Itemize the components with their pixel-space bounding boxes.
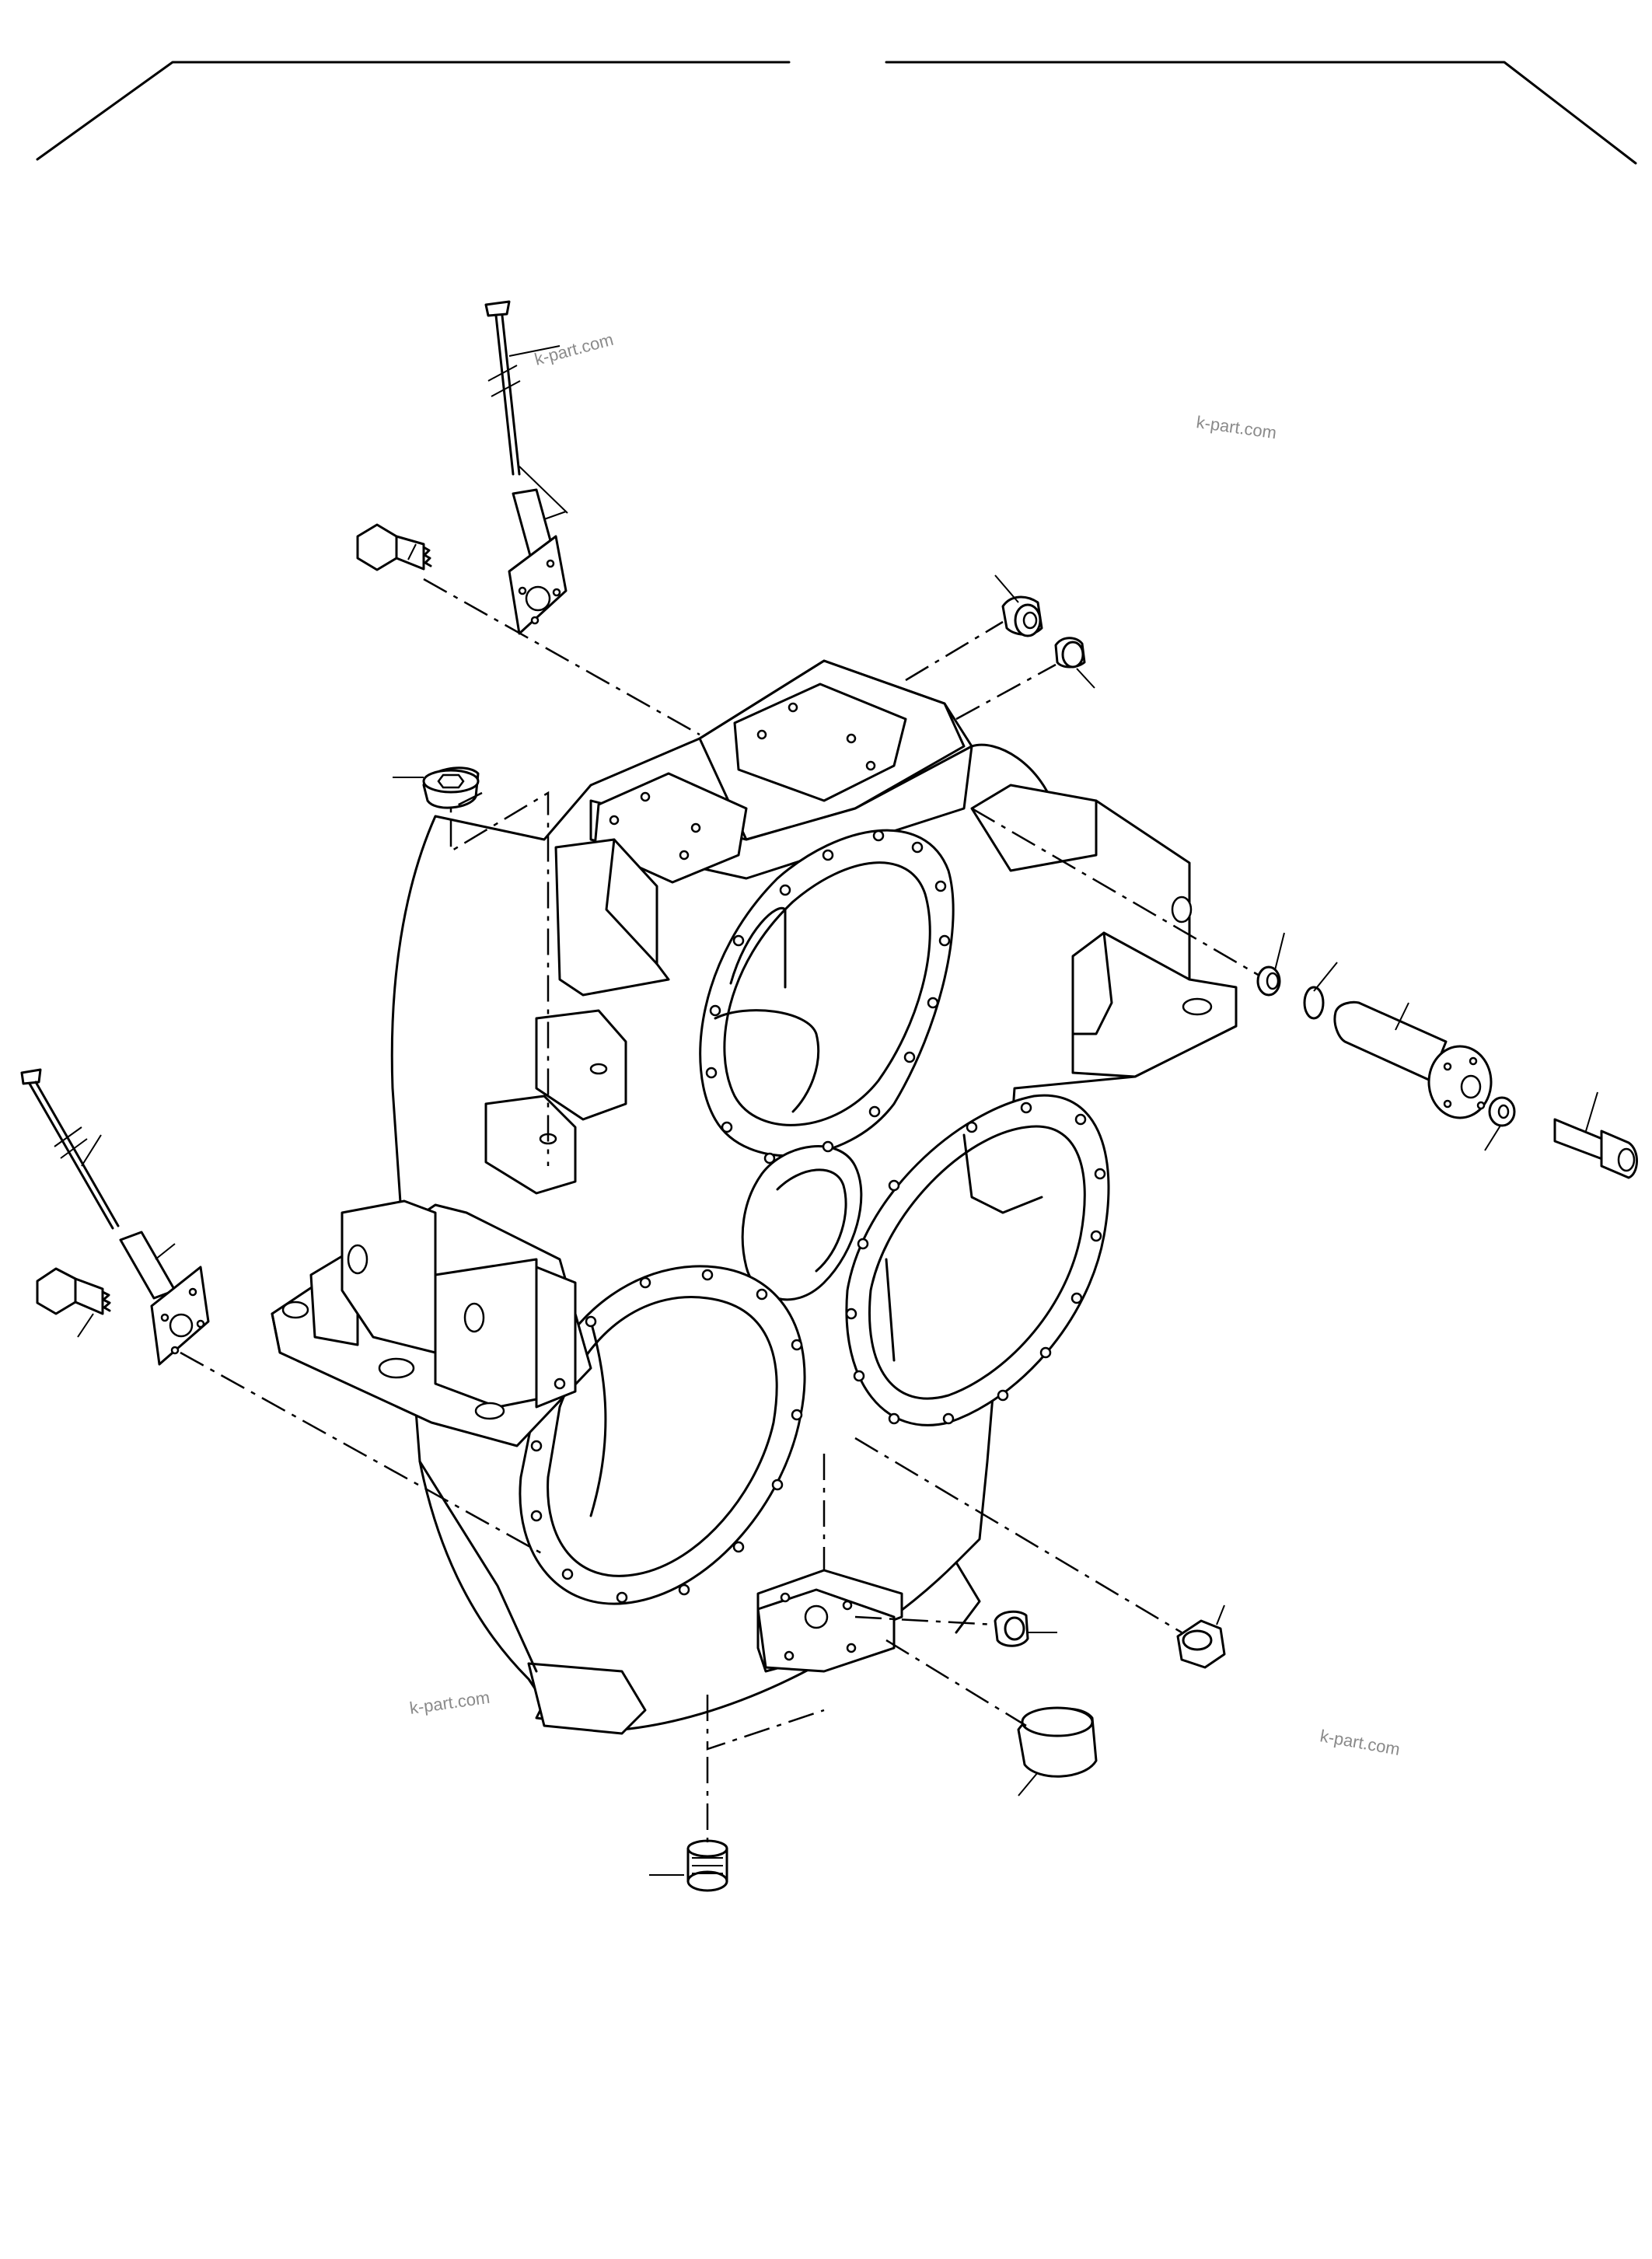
plug-upper-left (422, 766, 480, 809)
shaft-assembly-right (1256, 965, 1638, 1179)
watermark-3: k-part.com (408, 1688, 491, 1718)
bolt-top-left (356, 523, 432, 571)
header-frame (36, 61, 1637, 165)
gear-housing (271, 659, 1238, 1735)
plug-lower-small (994, 1610, 1029, 1647)
top-cover-plate-rear (733, 683, 907, 802)
shaft-pin (1333, 1000, 1448, 1082)
dipstick-assembly-top (484, 300, 568, 635)
bolt-circle-holes (530, 829, 1106, 1604)
callout-leaders (77, 345, 1598, 1876)
watermark-2: k-part.com (1195, 412, 1277, 442)
assembly-center-lines (180, 578, 1260, 1846)
watermark-4: k-part.com (1318, 1726, 1402, 1759)
cap-plug-large (1017, 1706, 1098, 1778)
bolt-left (36, 1267, 111, 1315)
dipstick-assembly-left (20, 1068, 210, 1366)
plug-top-right-1 (1001, 595, 1043, 637)
drain-plug-bottom (686, 1839, 728, 1892)
plug-top-right-2 (1054, 637, 1086, 669)
plug-lower-right (1176, 1619, 1226, 1669)
